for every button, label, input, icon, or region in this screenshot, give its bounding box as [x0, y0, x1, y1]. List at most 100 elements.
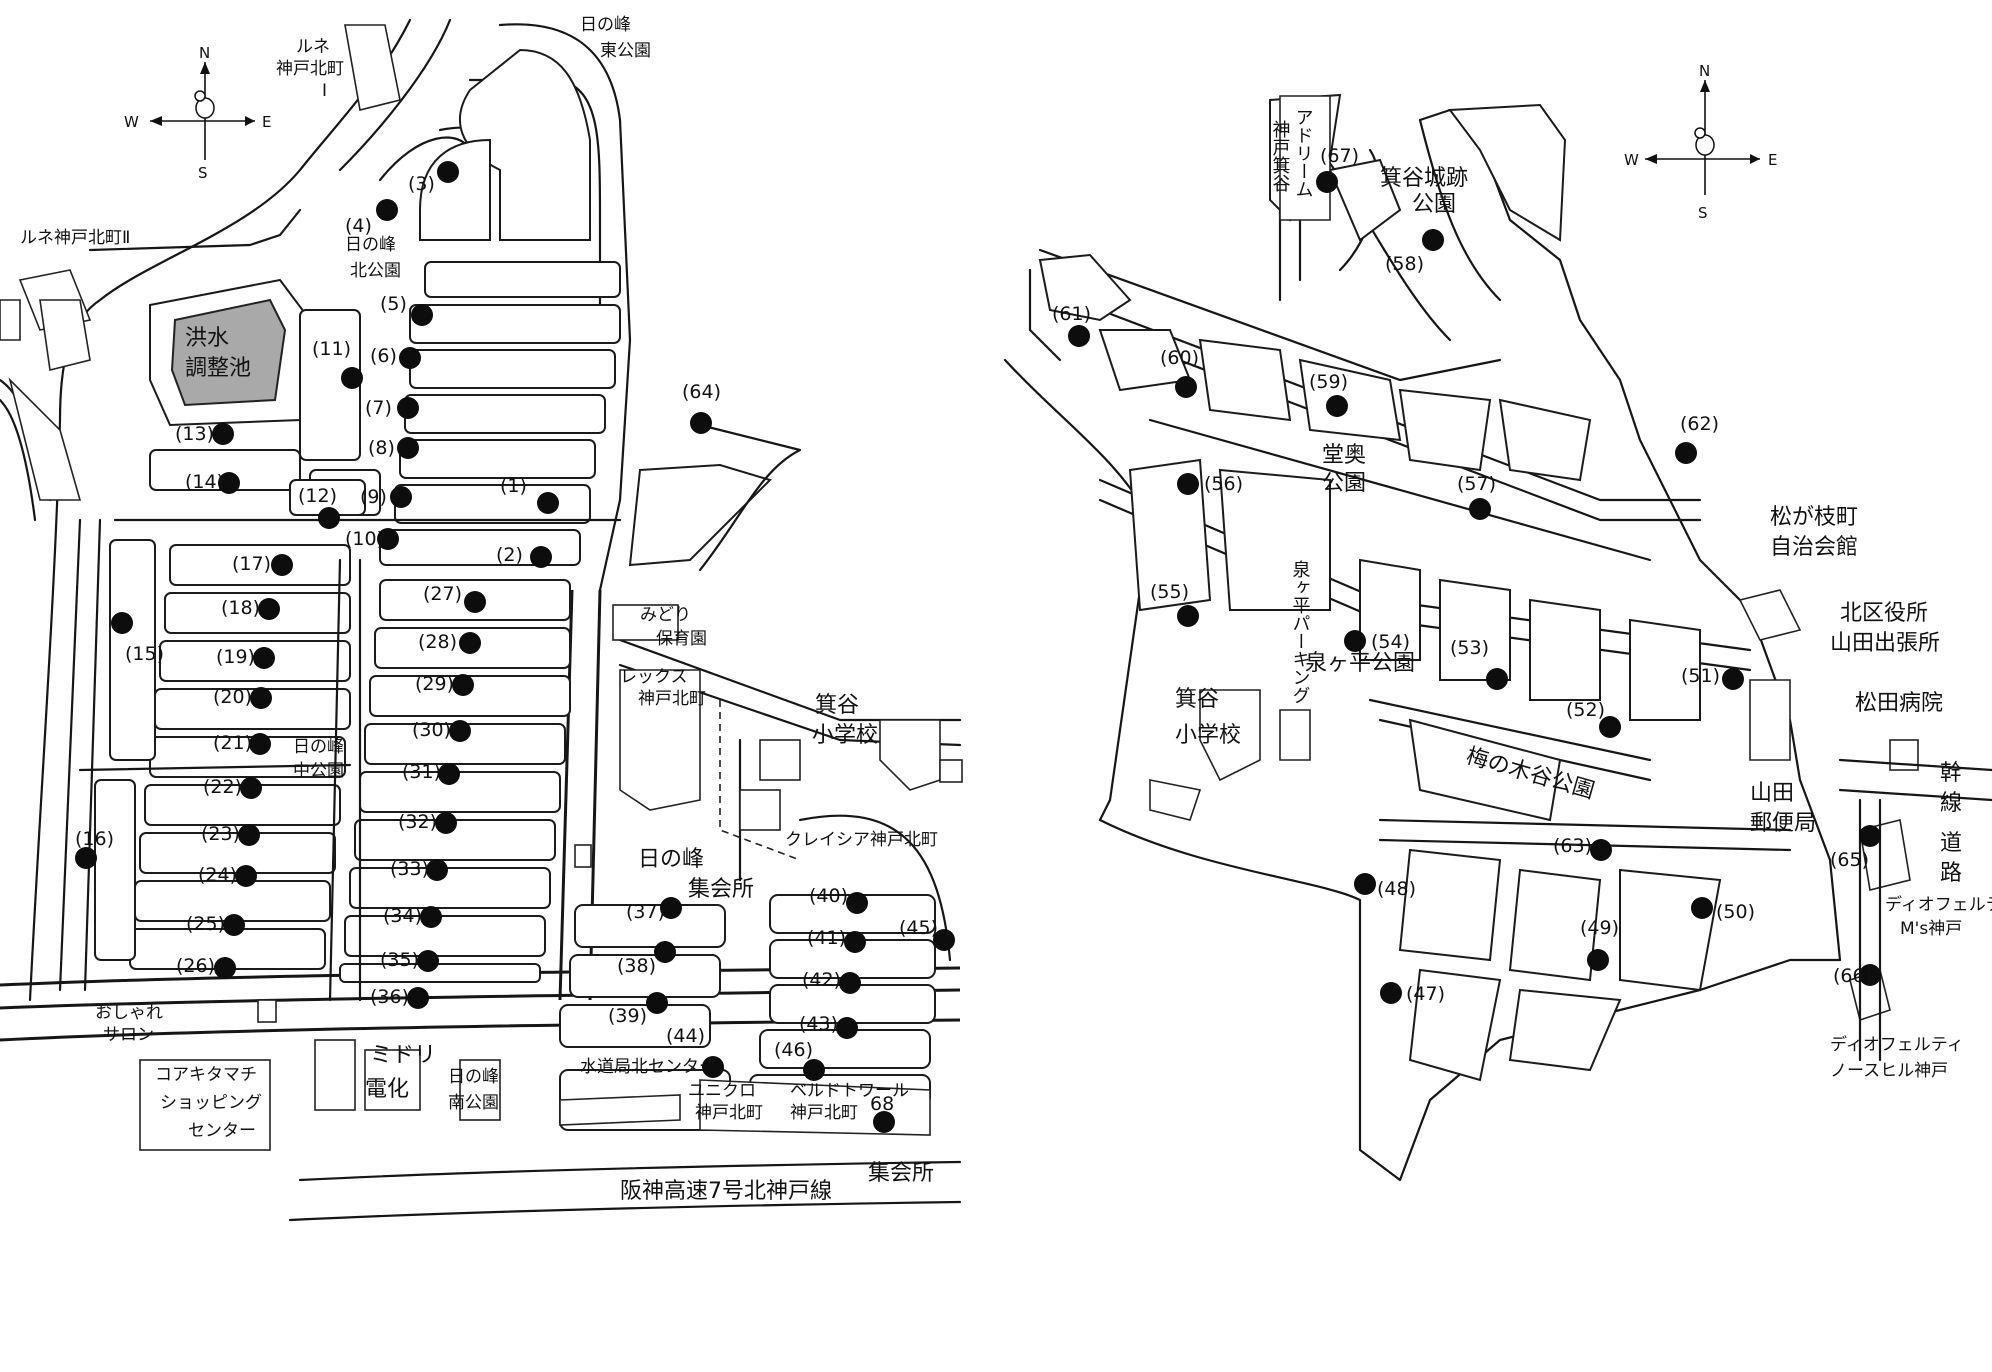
marker-dot[interactable]: [240, 777, 262, 799]
marker-dot[interactable]: [1316, 171, 1338, 193]
marker-7[interactable]: (7): [365, 397, 419, 419]
marker-dot[interactable]: [1344, 630, 1366, 652]
marker-dot[interactable]: [238, 824, 260, 846]
marker-55[interactable]: (55): [1150, 581, 1199, 627]
marker-61[interactable]: (61): [1052, 303, 1091, 347]
marker-11[interactable]: (11): [312, 338, 363, 389]
marker-dot[interactable]: [646, 992, 668, 1014]
marker-dot[interactable]: [1469, 498, 1491, 520]
marker-32[interactable]: (32): [398, 811, 457, 834]
marker-dot[interactable]: [1859, 825, 1881, 847]
marker-30[interactable]: (30): [412, 719, 471, 742]
marker-46[interactable]: (46): [774, 1039, 825, 1081]
marker-dot[interactable]: [417, 950, 439, 972]
marker-dot[interactable]: [537, 492, 559, 514]
marker-dot[interactable]: [318, 507, 340, 529]
marker-dot[interactable]: [464, 591, 486, 613]
marker-dot[interactable]: [844, 931, 866, 953]
marker-dot[interactable]: [836, 1017, 858, 1039]
marker-dot[interactable]: [803, 1059, 825, 1081]
marker-60[interactable]: (60): [1160, 347, 1199, 398]
marker-38[interactable]: (38): [617, 941, 676, 977]
marker-36[interactable]: (36): [370, 986, 429, 1009]
marker-dot[interactable]: [1590, 839, 1612, 861]
marker-dot[interactable]: [377, 528, 399, 550]
marker-21[interactable]: (21): [213, 732, 271, 755]
marker-16[interactable]: (16): [75, 828, 114, 869]
marker-dot[interactable]: [1599, 716, 1621, 738]
marker-dot[interactable]: [407, 987, 429, 1009]
marker-dot[interactable]: [1380, 982, 1402, 1004]
marker-66[interactable]: (66): [1833, 964, 1881, 987]
marker-33[interactable]: (33): [390, 858, 448, 881]
marker-dot[interactable]: [1177, 473, 1199, 495]
marker-23[interactable]: (23): [201, 823, 260, 846]
marker-dot[interactable]: [223, 914, 245, 936]
marker-dot[interactable]: [459, 632, 481, 654]
marker-15[interactable]: (15): [111, 612, 164, 665]
marker-1[interactable]: (1): [500, 475, 559, 514]
marker-64[interactable]: (64): [682, 381, 721, 434]
marker-40[interactable]: (40): [809, 885, 868, 914]
marker-37[interactable]: (37): [626, 897, 682, 923]
marker-dot[interactable]: [1691, 897, 1713, 919]
marker-8[interactable]: (8): [368, 437, 419, 459]
marker-dot[interactable]: [1422, 229, 1444, 251]
marker-dot[interactable]: [390, 486, 412, 508]
marker-dot[interactable]: [341, 367, 363, 389]
marker-4[interactable]: (4): [345, 199, 398, 237]
marker-dot[interactable]: [873, 1111, 895, 1133]
marker-53[interactable]: (53): [1450, 637, 1508, 690]
marker-54[interactable]: (54): [1344, 630, 1410, 653]
marker-44[interactable]: (44): [666, 1025, 724, 1078]
marker-dot[interactable]: [530, 546, 552, 568]
marker-20[interactable]: (20): [213, 686, 272, 709]
marker-dot[interactable]: [1675, 442, 1697, 464]
marker-12[interactable]: (12): [298, 485, 340, 529]
marker-dot[interactable]: [438, 763, 460, 785]
marker-19[interactable]: (19): [216, 646, 275, 669]
marker-14[interactable]: (14): [185, 471, 240, 494]
marker-dot[interactable]: [654, 941, 676, 963]
marker-dot[interactable]: [690, 412, 712, 434]
marker-dot[interactable]: [1486, 668, 1508, 690]
marker-dot[interactable]: [449, 720, 471, 742]
marker-41[interactable]: (41): [807, 927, 866, 953]
marker-dot[interactable]: [1587, 949, 1609, 971]
marker-dot[interactable]: [435, 812, 457, 834]
marker-dot[interactable]: [250, 687, 272, 709]
marker-2[interactable]: (2): [496, 544, 552, 568]
marker-dot[interactable]: [933, 929, 955, 951]
marker-13[interactable]: (13): [175, 423, 234, 445]
marker-dot[interactable]: [411, 304, 433, 326]
marker-63[interactable]: (63): [1553, 835, 1612, 861]
marker-22[interactable]: (22): [203, 776, 262, 799]
marker-dot[interactable]: [1722, 668, 1744, 690]
marker-29[interactable]: (29): [415, 673, 474, 696]
marker-50[interactable]: (50): [1691, 897, 1755, 923]
marker-51[interactable]: (51): [1681, 665, 1744, 690]
marker-dot[interactable]: [1354, 873, 1376, 895]
marker-dot[interactable]: [253, 647, 275, 669]
marker-dot[interactable]: [426, 859, 448, 881]
marker-dot[interactable]: [702, 1056, 724, 1078]
marker-57[interactable]: (57): [1457, 473, 1496, 520]
marker-52[interactable]: (52): [1566, 699, 1621, 738]
marker-65[interactable]: (65): [1830, 825, 1881, 871]
marker-dot[interactable]: [258, 598, 280, 620]
marker-35[interactable]: (35): [380, 949, 439, 972]
marker-dot[interactable]: [212, 423, 234, 445]
marker-26[interactable]: (26): [176, 955, 236, 979]
marker-68[interactable]: 68: [870, 1093, 895, 1133]
marker-28[interactable]: (28): [418, 631, 481, 654]
marker-42[interactable]: (42): [802, 969, 861, 994]
marker-dot[interactable]: [660, 897, 682, 919]
marker-56[interactable]: (56): [1177, 473, 1243, 495]
marker-58[interactable]: (58): [1385, 229, 1444, 275]
marker-5[interactable]: (5): [380, 293, 433, 326]
marker-25[interactable]: (25): [186, 913, 245, 936]
marker-dot[interactable]: [399, 347, 421, 369]
marker-62[interactable]: (62): [1675, 413, 1719, 464]
marker-dot[interactable]: [437, 161, 459, 183]
marker-dot[interactable]: [397, 397, 419, 419]
